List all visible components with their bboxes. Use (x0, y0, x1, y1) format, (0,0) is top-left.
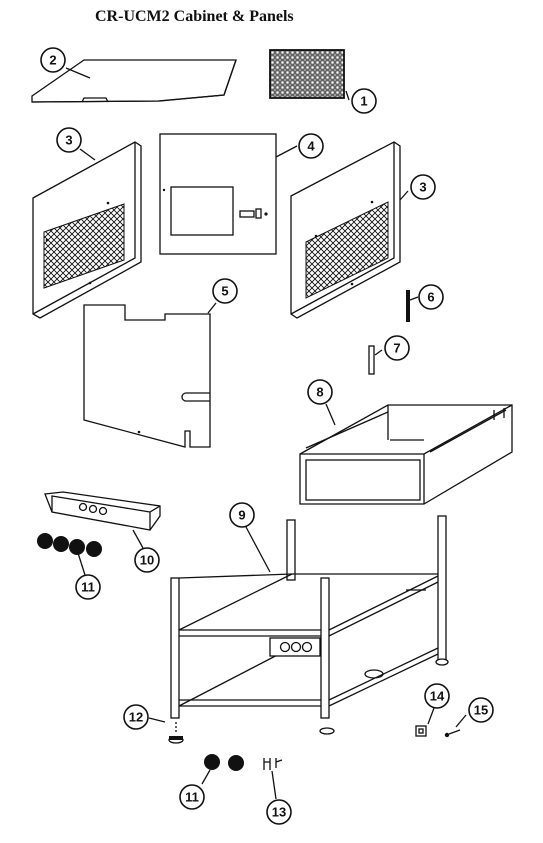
callout-9: 9 (229, 502, 255, 528)
part-base-frame (170, 515, 449, 735)
callout-11-lower: 11 (179, 784, 205, 810)
callout-label: 5 (221, 284, 228, 299)
callout-label: 9 (238, 508, 245, 523)
callout-label: 13 (272, 805, 286, 820)
callout-2: 2 (40, 47, 66, 73)
part-vertical-strip (406, 290, 410, 322)
part-drawer-tray (299, 404, 513, 505)
callout-4: 4 (298, 133, 324, 159)
callout-label: 12 (129, 710, 143, 725)
callout-7: 7 (384, 335, 410, 361)
leader-lines (65, 67, 467, 800)
callout-5: 5 (212, 278, 238, 304)
part-side-panel-left (32, 141, 142, 319)
callout-13: 13 (266, 799, 292, 825)
callout-label: 10 (140, 553, 154, 568)
callout-3-left: 3 (56, 127, 82, 153)
part-control-bracket (44, 491, 161, 531)
part-side-panel-right (290, 141, 401, 319)
callout-8: 8 (307, 379, 333, 405)
diagram-title: CR-UCM2 Cabinet & Panels (95, 8, 294, 25)
callout-label: 15 (474, 703, 488, 718)
part-filter-grill (269, 49, 345, 99)
part-knobs-upper (37, 533, 102, 557)
callout-15: 15 (468, 697, 494, 723)
callout-14: 14 (424, 683, 450, 709)
callout-label: 14 (430, 689, 445, 704)
callout-6: 6 (418, 284, 444, 310)
callout-label: 6 (427, 290, 434, 305)
part-fitting (263, 758, 283, 770)
callout-12: 12 (123, 704, 149, 730)
callout-label: 4 (307, 139, 315, 154)
callout-11-upper: 11 (75, 574, 101, 600)
callout-label: 11 (81, 580, 95, 595)
callout-label: 3 (419, 180, 426, 195)
callout-1: 1 (351, 88, 377, 114)
callout-label: 3 (65, 133, 72, 148)
part-front-control-panel (159, 133, 277, 255)
part-leg-foot (168, 722, 184, 744)
callout-label: 2 (49, 53, 56, 68)
callout-label: 8 (316, 385, 323, 400)
callout-10: 10 (134, 547, 160, 573)
part-rod (368, 345, 375, 375)
callout-label: 11 (185, 790, 199, 805)
callout-3-right: 3 (410, 174, 436, 200)
callout-label: 7 (393, 341, 400, 356)
part-clip (415, 725, 427, 737)
part-screw (444, 729, 461, 738)
part-rear-panel (83, 304, 211, 448)
part-top-panel (31, 59, 237, 103)
part-knobs-lower (204, 754, 244, 771)
callout-label: 1 (360, 94, 367, 109)
